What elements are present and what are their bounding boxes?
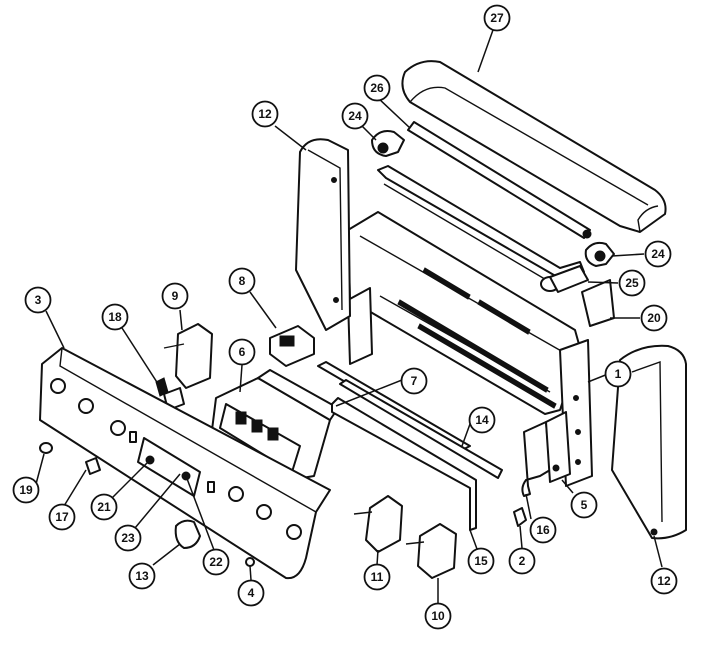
part-10-block [405, 523, 457, 579]
callout-5: 5 [570, 491, 598, 519]
part-6-control-module [211, 369, 339, 481]
callout-label: 9 [172, 289, 179, 303]
part-13-knob [174, 519, 201, 549]
callout-label: 16 [536, 523, 550, 537]
callout-label: 26 [370, 81, 384, 95]
callout-9: 9 [161, 282, 189, 310]
part-9-block [163, 323, 213, 389]
callout-label: 18 [108, 310, 122, 324]
callout-label: 13 [135, 569, 149, 583]
callout-18-upper: 18 [101, 303, 129, 331]
callout-label: 10 [431, 609, 445, 623]
callout-2: 2 [508, 547, 536, 575]
callout-1: 1 [604, 360, 632, 388]
part-12-left-end-cap [295, 138, 351, 331]
callout-4: 4 [237, 579, 265, 607]
callout-label: 27 [490, 11, 504, 25]
callout-27-top: 27 [483, 4, 511, 32]
callout-22: 22 [202, 548, 230, 576]
part-8-switch [269, 325, 315, 367]
callout-label: 22 [209, 555, 223, 569]
callout-17: 17 [48, 503, 76, 531]
part-24-clip-upper [371, 130, 405, 157]
callout-24-lower: 24 [644, 240, 672, 268]
callout-label: 1 [615, 367, 622, 381]
callout-16: 16 [529, 516, 557, 544]
callout-label: 12 [657, 574, 671, 588]
callout-label: 25 [625, 276, 639, 290]
part-14-strip [339, 379, 503, 479]
callout-label: 15 [474, 554, 488, 568]
callout-label: 21 [97, 500, 111, 514]
callout-label: 5 [581, 498, 588, 512]
part-27-top-trim [401, 60, 667, 233]
callout-label: 19 [19, 483, 33, 497]
callout-label: 8 [239, 274, 246, 288]
callout-label: 11 [371, 570, 384, 584]
callout-12-left: 12 [251, 100, 279, 128]
callout-label: 14 [475, 413, 489, 427]
callout-8: 8 [228, 267, 256, 295]
callout-13: 13 [128, 562, 156, 590]
callout-6: 6 [228, 338, 256, 366]
part-19-knob-cap [39, 442, 53, 454]
callout-3: 3 [24, 286, 52, 314]
callout-11: 11 [363, 563, 391, 591]
callout-label: 2 [519, 554, 526, 568]
part-24-clip-lower [584, 241, 615, 267]
part-4-screw [245, 557, 255, 567]
callout-label: 17 [55, 510, 69, 524]
part-16-5-side-bracket [521, 411, 571, 497]
part-3-control-panel [39, 347, 331, 580]
callout-10: 10 [424, 602, 452, 630]
callout-19: 19 [12, 476, 40, 504]
callout-label: 20 [647, 311, 661, 325]
callout-label: 6 [239, 345, 246, 359]
callout-20: 20 [640, 304, 668, 332]
callout-15: 15 [467, 547, 495, 575]
part-26-rod [407, 121, 592, 239]
callout-25: 25 [618, 269, 646, 297]
main-backguard-frame [347, 211, 581, 415]
callout-24-upper: 24 [341, 102, 369, 130]
callout-21: 21 [90, 493, 118, 521]
part-25-20-end-bracket [540, 265, 615, 327]
callout-label: 12 [258, 107, 272, 121]
part-12-right-end-cap [611, 344, 687, 540]
callout-label: 3 [35, 293, 42, 307]
callout-23: 23 [114, 524, 142, 552]
callout-label: 23 [121, 531, 135, 545]
part-11-block [353, 495, 403, 553]
part-2-clip [513, 507, 527, 527]
callout-12-right: 12 [650, 567, 678, 595]
part-15-strip [331, 397, 477, 531]
callout-label: 4 [248, 586, 255, 600]
part-17-switch-lens [85, 457, 101, 475]
rear-bracket-strip [377, 165, 585, 289]
callout-7: 7 [400, 367, 428, 395]
callout-label: 7 [411, 374, 418, 388]
leader-lines [35, 29, 663, 603]
callout-label: 24 [348, 109, 362, 123]
callout-label: 24 [651, 247, 665, 261]
callout-26: 26 [363, 74, 391, 102]
callout-14: 14 [468, 406, 496, 434]
